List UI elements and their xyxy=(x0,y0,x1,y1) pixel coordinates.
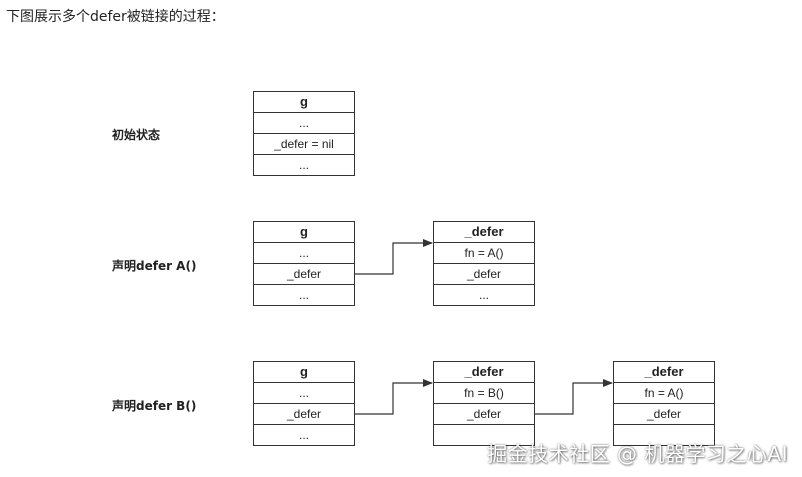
arrow-g-to-defer-a xyxy=(355,239,433,275)
struct-header: g xyxy=(254,362,354,383)
arrow-defer-b-to-defer-a xyxy=(535,379,613,415)
struct-field: ... xyxy=(298,428,309,442)
row-label-defer-a: 声明defer A() xyxy=(112,259,197,273)
intro-text: 下图展示多个defer被链接的过程： xyxy=(6,9,225,25)
struct-field-defer: _defer xyxy=(614,404,714,425)
g-struct-defer-a: g ... _defer ... xyxy=(253,221,355,306)
arrow-g-to-defer-b xyxy=(355,379,433,415)
watermark: 掘金技术社区 @ 机器学习之心AI xyxy=(487,442,788,466)
defer-struct-a: _defer fn = A() _defer ... xyxy=(433,221,535,306)
row-label-defer-b: 声明defer B() xyxy=(112,399,197,413)
struct-field-defer: _defer xyxy=(254,404,354,425)
struct-field: ... xyxy=(254,113,354,134)
struct-header: _defer xyxy=(434,362,534,383)
struct-field-defer: _defer xyxy=(434,404,534,425)
struct-header: g xyxy=(254,222,354,243)
g-struct-initial: g ... _defer = nil ... xyxy=(253,91,355,176)
struct-field: ... xyxy=(478,288,489,302)
struct-header: _defer xyxy=(614,362,714,383)
struct-field: ... xyxy=(254,383,354,404)
struct-header: g xyxy=(254,92,354,113)
defer-struct-a-chained: _defer fn = A() _defer xyxy=(613,361,715,446)
g-struct-defer-b: g ... _defer ... xyxy=(253,361,355,446)
struct-field-fn: fn = A() xyxy=(614,383,714,404)
defer-struct-b: _defer fn = B() _defer xyxy=(433,361,535,446)
struct-field-fn: fn = A() xyxy=(434,243,534,264)
struct-field-fn: fn = B() xyxy=(434,383,534,404)
row-label-initial: 初始状态 xyxy=(112,128,161,142)
struct-field-defer: _defer xyxy=(254,264,354,285)
struct-field-defer: _defer xyxy=(434,264,534,285)
struct-field-defer: _defer = nil xyxy=(254,134,354,155)
struct-field: ... xyxy=(254,243,354,264)
struct-field: ... xyxy=(298,158,309,172)
struct-header: _defer xyxy=(434,222,534,243)
struct-field: ... xyxy=(298,288,309,302)
